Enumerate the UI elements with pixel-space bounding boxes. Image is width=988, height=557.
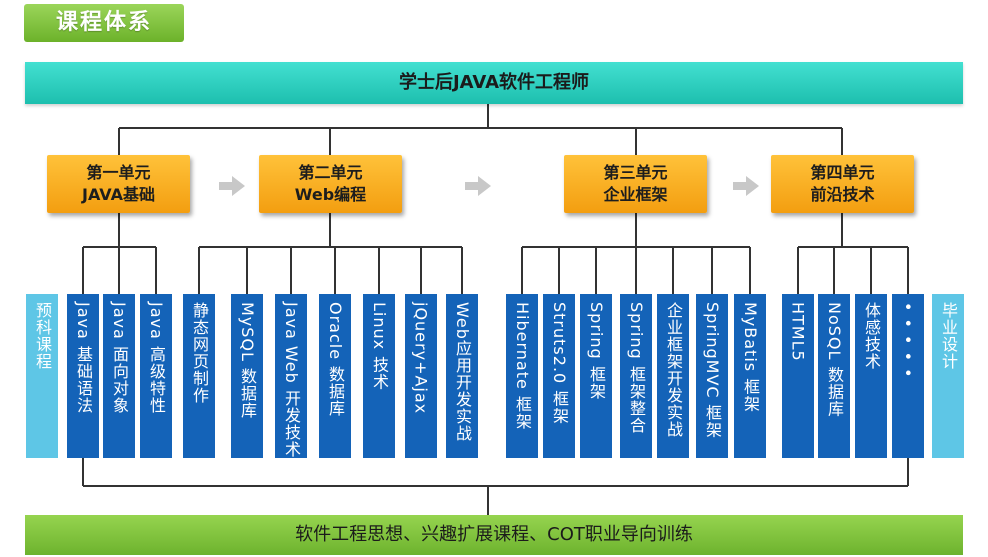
course-unit3-4: Spring 框架整合 (620, 294, 652, 458)
unit-1-title: JAVA基础 (82, 185, 155, 204)
course-unit4-3: 体感技术 (855, 294, 887, 458)
unit-2-box: 第二单元 Web编程 (259, 155, 402, 213)
unit-2-number: 第二单元 (298, 163, 363, 182)
course-unit3-6: SpringMVC 框架 (696, 294, 728, 458)
course-unit4-more: • • • • • (892, 294, 924, 458)
unit-1-number: 第一单元 (86, 163, 151, 182)
course-pre: 预科课程 (26, 294, 58, 458)
arrow-right-icon (465, 176, 491, 196)
course-unit4-2: NoSQL 数据库 (818, 294, 850, 458)
course-unit2-4: Oracle 数据库 (319, 294, 351, 458)
unit-3-title: 企业框架 (603, 185, 668, 204)
course-unit1-3: Java 高级特性 (140, 294, 172, 458)
section-title-tab: 课程体系 (24, 4, 184, 42)
unit-4-title: 前沿技术 (810, 185, 875, 204)
unit-2-title: Web编程 (294, 185, 367, 204)
course-unit3-5: 企业框架开发实战 (657, 294, 689, 458)
course-unit2-3: Java Web 开发技术 (275, 294, 307, 458)
unit-1-box: 第一单元 JAVA基础 (47, 155, 190, 213)
course-unit2-6: jQuery+Ajax (405, 294, 437, 458)
course-unit3-1: Hibernate 框架 (506, 294, 538, 458)
course-unit2-5: Linux 技术 (363, 294, 395, 458)
program-title-bar: 学士后JAVA软件工程师 (25, 62, 963, 104)
course-unit3-2: Struts2.0 框架 (543, 294, 575, 458)
course-unit4-1: HTML5 (782, 294, 814, 458)
unit-3-number: 第三单元 (603, 163, 668, 182)
course-post: 毕业设计 (932, 294, 964, 458)
course-unit1-1: Java 基础语法 (67, 294, 99, 458)
foundation-bar: 软件工程思想、兴趣扩展课程、COT职业导向训练 (25, 515, 963, 555)
course-unit2-2: MySQL 数据库 (231, 294, 263, 458)
course-unit1-2: Java 面向对象 (103, 294, 135, 458)
course-unit3-7: MyBatis 框架 (734, 294, 766, 458)
arrow-right-icon (733, 176, 759, 196)
course-unit3-3: Spring 框架 (580, 294, 612, 458)
unit-4-number: 第四单元 (810, 163, 875, 182)
course-unit2-7: Web应用开发实战 (446, 294, 478, 458)
unit-3-box: 第三单元 企业框架 (564, 155, 707, 213)
unit-4-box: 第四单元 前沿技术 (771, 155, 914, 213)
course-unit2-1: 静态网页制作 (183, 294, 215, 458)
arrow-right-icon (219, 176, 245, 196)
